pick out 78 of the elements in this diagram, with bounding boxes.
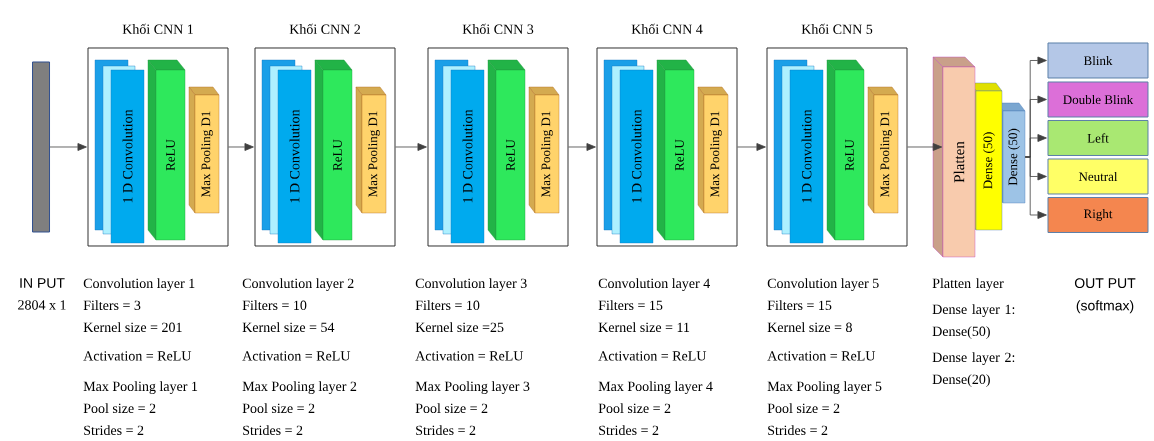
pooling-layer-block: Max Pooling D1: [355, 86, 387, 214]
layer-parameter-text: Kernel size =25: [415, 322, 504, 333]
output-label: (softmax): [1076, 300, 1134, 314]
node-label: Khối CNN 4: [631, 23, 703, 34]
convolution-layer-stack: 1 D Convolution: [261, 59, 312, 244]
output-label: OUT PUT: [1074, 278, 1136, 289]
layer-parameter-text: Activation = ReLU: [767, 351, 876, 361]
relu-layer-block: ReLU: [826, 59, 865, 241]
node-label: Khối CNN 5: [801, 23, 873, 34]
layer-parameter-text: Activation = ReLU: [83, 351, 192, 361]
pooling-layer-block: Max Pooling D1: [867, 86, 899, 214]
output-class-box: Left: [1047, 120, 1149, 156]
layer-parameter-text: Pool size = 2: [767, 403, 840, 414]
layer-parameter-text: Convolution layer 4: [598, 278, 710, 291]
layer-parameter-text: Strides = 2: [416, 425, 476, 436]
arrow: [228, 143, 254, 151]
layer-parameter-text: Convolution layer 1: [83, 278, 195, 291]
output-class-box: Right: [1047, 197, 1149, 233]
layer-parameter-text: Dense layer 1: Dense(50): [932, 304, 1015, 339]
convolution-layer-stack: 1 D Convolution: [94, 59, 145, 244]
arrow: [395, 143, 427, 151]
layer-parameter-text: Pool size = 2: [415, 403, 488, 414]
layer-parameter-text: Max Pooling layer 3: [415, 381, 530, 394]
arrow: [737, 143, 766, 151]
node-label: Khối CNN 3: [462, 23, 534, 34]
input-bar: [32, 61, 50, 233]
layer-parameter-text: Strides = 2: [599, 425, 659, 436]
convolution-layer-stack: 1 D Convolution: [773, 59, 824, 244]
input-label: IN PUT: [20, 278, 65, 288]
input-label: 2804 x 1: [18, 300, 66, 310]
pooling-layer-block: Max Pooling D1: [188, 86, 220, 214]
layer-parameter-text: Strides = 2: [243, 425, 303, 436]
layer-parameter-text: Kernel size = 8: [767, 322, 852, 333]
layer-parameter-text: Filters = 10: [242, 300, 307, 311]
arrow: [49, 143, 87, 151]
output-class-box: Double Blink: [1047, 81, 1149, 118]
dense-layer-block: Dense (50): [996, 102, 1026, 204]
layer-parameter-text: Activation = ReLU: [415, 351, 524, 361]
layer-parameter-text: Pool size = 2: [83, 403, 156, 414]
layer-parameter-text: Filters = 15: [598, 300, 663, 311]
relu-layer-block: ReLU: [147, 59, 186, 241]
node-label: Khối CNN 1: [122, 23, 193, 34]
relu-layer-block: ReLU: [314, 59, 353, 241]
layer-parameter-text: Strides = 2: [84, 425, 144, 436]
layer-parameter-text: Convolution layer 5: [767, 278, 879, 291]
layer-parameter-text: Max Pooling layer 5: [767, 381, 882, 394]
layer-parameter-text: Platten layer: [932, 278, 1004, 291]
layer-parameter-text: Convolution layer 2: [242, 278, 354, 291]
layer-parameter-text: Convolution layer 3: [415, 278, 527, 291]
layer-parameter-text: Filters = 10: [415, 300, 480, 311]
relu-layer-block: ReLU: [487, 59, 526, 241]
layer-parameter-text: Max Pooling layer 4: [598, 381, 713, 394]
layer-parameter-text: Filters = 15: [767, 300, 832, 311]
layer-parameter-text: Kernel size = 201: [83, 322, 182, 333]
relu-layer-block: ReLU: [656, 59, 695, 241]
arrow: [568, 143, 596, 151]
pooling-layer-block: Max Pooling D1: [697, 86, 729, 214]
layer-parameter-text: Dense layer 2: Dense(20): [932, 352, 1015, 387]
convolution-layer-stack: 1 D Convolution: [603, 59, 654, 244]
output-class-box: Blink: [1047, 42, 1149, 79]
layer-parameter-text: Filters = 3: [83, 300, 141, 311]
layer-parameter-text: Activation = ReLU: [598, 351, 707, 361]
layer-parameter-text: Pool size = 2: [242, 403, 315, 414]
layer-parameter-text: Kernel size = 11: [598, 322, 690, 333]
layer-parameter-text: Max Pooling layer 1: [83, 381, 198, 394]
node-label: Khối CNN 2: [289, 23, 361, 34]
layer-parameter-text: Activation = ReLU: [242, 351, 351, 361]
layer-parameter-text: Kernel size = 54: [242, 322, 335, 333]
dense-layer-block: Dense (50): [969, 82, 1003, 231]
arrow: [907, 143, 943, 151]
flatten-layer-block: Platten: [932, 56, 976, 258]
pooling-layer-block: Max Pooling D1: [528, 86, 560, 214]
layer-parameter-text: Max Pooling layer 2: [242, 381, 357, 394]
arrow: [1024, 156, 1047, 219]
layer-parameter-text: Pool size = 2: [598, 403, 671, 414]
convolution-layer-stack: 1 D Convolution: [434, 59, 485, 244]
output-class-box: Neutral: [1047, 158, 1149, 195]
layer-parameter-text: Strides = 2: [768, 425, 828, 436]
